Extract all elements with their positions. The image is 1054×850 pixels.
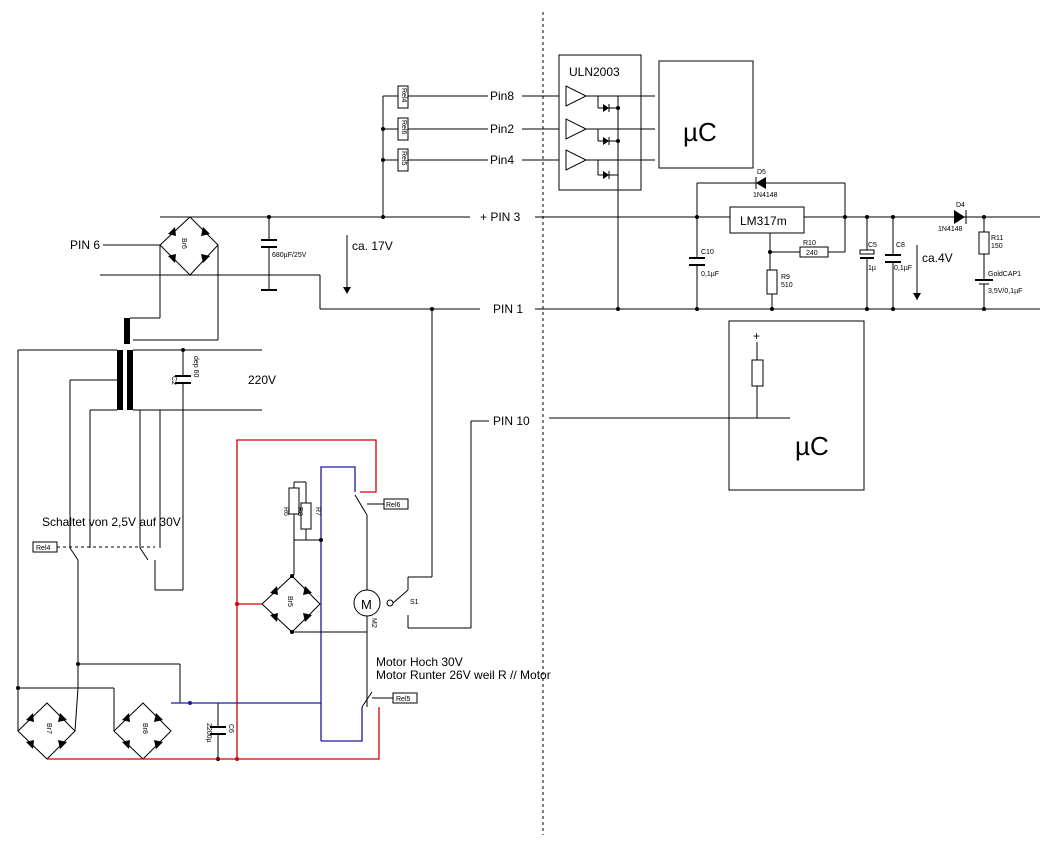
capacitor-680uf [261, 215, 277, 291]
label-c8-val: 0,1µF [894, 265, 912, 272]
capacitor-c10 [689, 217, 705, 311]
label-s1: S1 [410, 599, 419, 606]
label-d4: D4 [956, 202, 965, 209]
label-c-dep: dep 60 [192, 356, 199, 378]
label-uln2003: ULN2003 [569, 65, 620, 79]
capacitor-c8 [885, 215, 901, 311]
label-rel5-top: Rel5 [400, 151, 407, 166]
motor-m2 [353, 589, 409, 707]
label-rel4-mid: Rel4 [36, 545, 51, 552]
label-rel6-mid: Rel6 [386, 502, 401, 509]
label-c2: C2 [170, 376, 177, 385]
label-motor-hoch: Motor Hoch 30V [376, 655, 463, 669]
capacitor-c6 [210, 703, 226, 761]
voltage-arrow-17v [343, 235, 351, 294]
relay-rel4-switch [32, 541, 181, 703]
label-rel6-top: Rel6 [400, 120, 407, 135]
label-c5-val: 1µ [868, 265, 876, 272]
label-pin8: Pin8 [490, 89, 514, 103]
label-c8: C8 [896, 242, 905, 249]
resistor-r11-goldcap [975, 217, 993, 311]
label-ca17v: ca. 17V [352, 239, 393, 253]
label-motor-runter: Motor Runter 26V weil R // Motor [376, 668, 551, 682]
resistors-r6-r8-r7 [288, 481, 323, 575]
label-pin4: Pin4 [490, 153, 514, 167]
label-c6: C6 [227, 724, 234, 733]
label-r10-val: 240 [806, 250, 818, 257]
label-c5: C5 [868, 242, 877, 249]
label-r7: R7 [314, 507, 321, 516]
bridge-rectifier-br6 [159, 216, 219, 340]
label-pin1: PIN 1 [493, 302, 523, 316]
label-r11: R11 [991, 235, 1003, 242]
label-pin6: PIN 6 [70, 238, 100, 252]
label-pin2: Pin2 [490, 122, 514, 136]
label-lm317m: LM317m [740, 214, 787, 228]
s1-links [408, 307, 489, 629]
bridge-rectifier-br5 [261, 574, 367, 634]
label-r9: R9 [781, 274, 790, 281]
label-pin10: PIN 10 [493, 414, 530, 428]
label-motor-m: M [361, 597, 372, 612]
label-d5-val: 1N4148 [753, 192, 778, 199]
label-c10-val: 0,1µF [701, 271, 719, 278]
label-ca4v: ca.4V [922, 251, 953, 265]
label-r9-val: 510 [781, 282, 793, 289]
capacitor-c5 [859, 215, 875, 311]
label-m2: M2 [370, 618, 377, 628]
label-br6: Br6 [180, 238, 187, 249]
transformer [17, 317, 262, 688]
label-d5: D5 [757, 169, 766, 176]
label-r8: R8 [296, 507, 303, 516]
motor-down-path [171, 466, 363, 742]
label-rel4-top: Rel4 [400, 88, 407, 103]
label-br5: Br5 [286, 596, 293, 607]
label-c680: 680µF/25V [272, 252, 307, 259]
capacitor-c2 [154, 348, 191, 591]
microcontroller-top [658, 60, 754, 169]
label-rel5-bot: Rel5 [396, 696, 411, 703]
label-r6: R6 [282, 507, 289, 516]
lm317-regulator [695, 177, 847, 311]
label-c10: C10 [701, 249, 714, 256]
label-br7: Br7 [45, 723, 52, 734]
label-d4-val: 1N4148 [938, 226, 963, 233]
label-220v: 220V [248, 373, 276, 387]
label-r11-val: 150 [991, 243, 1003, 250]
rail-pin1 [100, 274, 1040, 310]
label-schaltet: Schaltet von 2,5V auf 30V [42, 515, 181, 529]
label-uc-top: µC [683, 117, 717, 147]
relay-rel5-bottom [361, 691, 418, 708]
label-goldcap: GoldCAP1 [988, 271, 1021, 278]
label-uc-bottom: µC [795, 431, 829, 461]
label-pin3: + PIN 3 [480, 210, 521, 224]
uln2003-chip [558, 54, 655, 311]
voltage-arrow-4v [913, 245, 921, 300]
relay-coil-bus [381, 85, 488, 219]
relay-rel6-mid [354, 494, 409, 590]
label-r10: R10 [803, 240, 816, 247]
label-goldcap-val: 3,5V/0,1µF [988, 288, 1022, 295]
label-plus: + [753, 329, 760, 343]
motor-up-path [47, 439, 380, 761]
microcontroller-bottom [549, 320, 865, 491]
label-br8: Br8 [141, 723, 148, 734]
label-c6-val: 2200µ [205, 723, 212, 743]
